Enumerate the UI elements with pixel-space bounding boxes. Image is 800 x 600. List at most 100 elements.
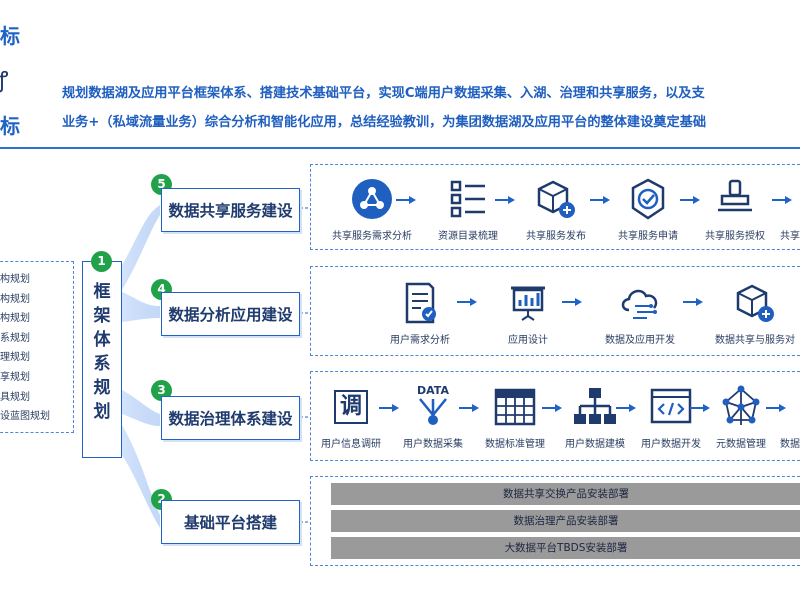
panel-sharing — [310, 164, 800, 250]
step-box-data-governance: 数据治理体系建设 — [161, 396, 300, 440]
process-partial-3: 数据 — [780, 384, 800, 450]
step-number-1: 1 — [91, 251, 112, 272]
hierarchy-icon — [574, 388, 616, 424]
process-label: 应用设计 — [508, 335, 548, 346]
process-label: 用户需求分析 — [390, 335, 450, 346]
badge-check-icon — [631, 178, 665, 220]
left-list-item: 具规划 — [0, 391, 30, 403]
arrow-right-icon — [562, 298, 582, 306]
process-label: 数据 — [780, 439, 800, 450]
intro-line-2: 业务+（私域流量业务）综合分析和智能化应用，总结经验教训，为集团数据湖及应用平台… — [62, 115, 707, 130]
arrow-right-icon — [495, 196, 515, 204]
process-label: 共享服务需求分析 — [332, 231, 412, 242]
code-window-icon — [650, 388, 692, 424]
left-list-item: 构规划 — [0, 274, 30, 285]
document-check-icon — [405, 282, 436, 324]
arrow-right-icon — [396, 196, 416, 204]
process-label: 用户数据采集 — [403, 439, 463, 450]
process-label: 共享 — [780, 231, 800, 242]
panel-analysis — [310, 266, 800, 356]
fan-link-2 — [122, 425, 160, 528]
panel-governance — [310, 371, 800, 461]
partial-icon — [780, 384, 800, 430]
process-data-collect: DATA 用户数据采集 — [388, 384, 478, 450]
research-char-icon: 调 — [334, 390, 368, 424]
process-metadata: 元数据管理 — [697, 384, 785, 450]
process-user-demand: 用户需求分析 — [370, 280, 470, 346]
process-label: 共享服务发布 — [526, 231, 586, 242]
catalog-list-icon — [450, 180, 485, 218]
stamp-icon — [718, 179, 752, 212]
process-data-dev-3: 用户数据开发 — [626, 384, 716, 450]
left-list-frame — [0, 261, 74, 433]
process-apply: 共享服务申请 — [598, 176, 698, 242]
network-icon — [722, 385, 760, 425]
base-bar-tbds: 大数据平台TBDS安装部署 — [331, 537, 800, 559]
left-list-item: 构规划 — [0, 293, 30, 305]
arrow-right-icon — [766, 404, 786, 412]
process-catalog: 资源目录梳理 — [418, 176, 518, 242]
panel-base — [310, 476, 800, 566]
header-corner-char-top: 标 — [0, 24, 20, 48]
process-label: 数据共享与服务对 — [715, 335, 795, 346]
base-bar-sharing-exchange: 数据共享交换产品安装部署 — [331, 483, 800, 505]
process-label: 元数据管理 — [716, 439, 766, 450]
process-label: 数据标准管理 — [485, 439, 545, 450]
process-user-research: 调 用户信息调研 — [311, 384, 391, 450]
share-hub-icon — [352, 179, 392, 219]
arrow-right-icon — [379, 404, 399, 412]
data-collect-icon: DATA — [410, 384, 456, 430]
cloud-dev-icon — [621, 289, 658, 319]
fan-link-3 — [122, 390, 160, 426]
process-standard-mgmt: 数据标准管理 — [470, 384, 560, 450]
header-divider — [0, 147, 800, 149]
process-partial: 共享 — [780, 176, 800, 242]
arrow-right-icon — [772, 196, 792, 204]
framework-label: 框架体系规划 — [93, 282, 111, 422]
left-list: 构规划 构规划 构规划 系规划 理规划 享规划 具规划 设蓝图规划 — [0, 270, 76, 427]
step-box-base-platform: 基础平台搭建 — [161, 500, 300, 544]
process-label: 资源目录梳理 — [438, 231, 498, 242]
step-box-data-sharing: 数据共享服务建设 — [161, 188, 300, 232]
process-authorize: 共享服务授权 — [690, 176, 780, 242]
arrow-right-icon — [690, 404, 710, 412]
funnel-arrows-icon — [419, 398, 447, 425]
arrow-right-icon — [457, 298, 477, 306]
partial-icon — [780, 176, 800, 222]
process-label: 用户数据建模 — [565, 439, 625, 450]
process-label: 用户信息调研 — [321, 439, 381, 450]
step-box-data-analysis: 数据分析应用建设 — [161, 292, 300, 336]
process-label: 数据及应用开发 — [605, 335, 675, 346]
step-number-3: 3 — [151, 380, 172, 401]
left-list-item: 设蓝图规划 — [0, 411, 50, 423]
cube-share-icon — [736, 284, 774, 322]
fan-link-5 — [122, 205, 160, 290]
process-app-design: 应用设计 — [478, 280, 578, 346]
process-label: 共享服务申请 — [618, 231, 678, 242]
process-publish: 共享服务发布 — [506, 176, 606, 242]
arrow-right-icon — [459, 404, 479, 412]
process-data-dev: 数据及应用开发 — [590, 280, 690, 346]
process-data-share: 数据共享与服务对 — [705, 280, 800, 346]
process-share-demand: 共享服务需求分析 — [322, 176, 422, 242]
arrow-right-icon — [680, 196, 700, 204]
left-list-item: 享规划 — [0, 371, 30, 383]
table-grid-icon — [494, 388, 536, 426]
cube-publish-icon — [537, 180, 575, 218]
arrow-right-icon — [542, 404, 562, 412]
process-label: 用户数据开发 — [641, 439, 701, 450]
arrow-right-icon — [590, 196, 610, 204]
left-list-item: 系规划 — [0, 332, 30, 344]
intro-line-1: 规划数据湖及应用平台框架体系、搭建技术基础平台，实现C端用户数据采集、入湖、治理… — [62, 86, 705, 101]
process-label: 共享服务授权 — [705, 231, 765, 242]
data-text: DATA — [417, 384, 449, 397]
presentation-chart-icon — [511, 286, 545, 321]
base-bar-governance-product: 数据治理产品安装部署 — [331, 510, 800, 532]
arrow-right-icon — [616, 404, 636, 412]
process-data-model: 用户数据建模 — [550, 384, 640, 450]
header-corner-char-bottom: 标 — [0, 114, 20, 138]
fan-link-4 — [122, 292, 160, 322]
framework-box — [82, 261, 122, 458]
left-list-item: 构规划 — [0, 313, 30, 325]
